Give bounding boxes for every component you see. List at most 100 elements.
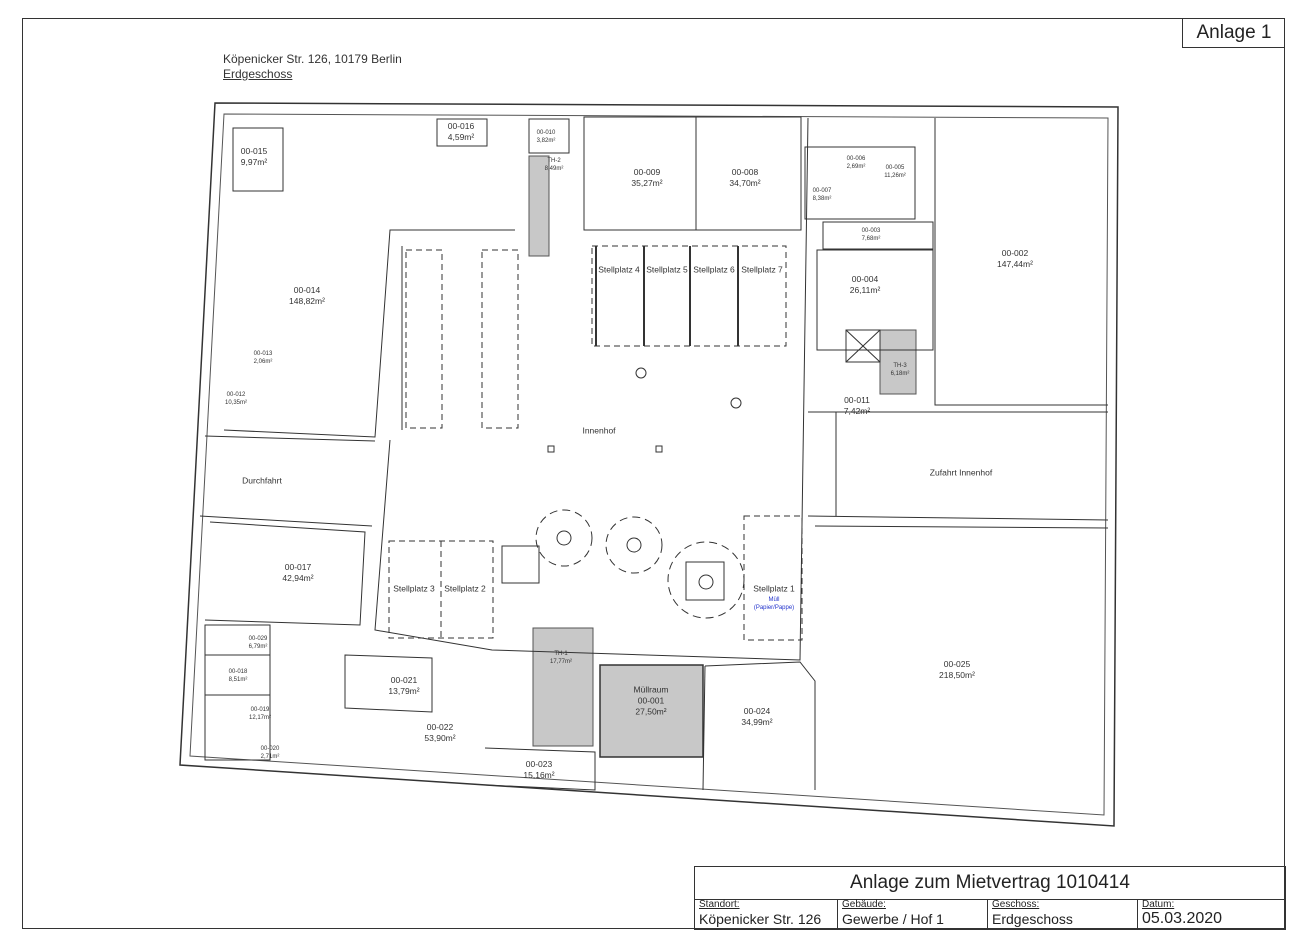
room-id: 00-003 [861,228,881,234]
stellplatz-2-label: Stellplatz 2 [444,583,486,594]
room-id: 00-001 [637,695,665,706]
room-area: 7,42m² [843,406,871,416]
room-area: 8,51m² [228,677,248,683]
room-area: 26,11m² [849,285,881,295]
stellplatz-6-label: Stellplatz 6 [693,264,735,275]
room-area: 42,94m² [282,573,314,583]
room-id: TH-3 [893,363,907,369]
room-id: 00-022 [426,722,454,732]
room-area: 2,06m² [253,359,273,365]
annex-label: Anlage 1 [1182,18,1285,48]
address: Köpenicker Str. 126, 10179 Berlin [223,52,402,66]
room-area: 35,27m² [631,178,663,188]
room-00-005: 00-005 11,26m² [884,164,906,180]
room-area: 10,35m² [224,400,248,406]
field-value: 05.03.2020 [1142,910,1223,927]
stellplatz-1-label: Stellplatz 1 [753,583,795,594]
room-area: 53,90m² [424,733,456,743]
building-outline [179,102,1119,827]
title-block-title: Anlage zum Mietvertrag 1010414 [695,867,1285,900]
room-area: 11,26m² [884,173,906,179]
room-area: 13,79m² [388,686,420,696]
room-area: 12,17m² [248,715,272,721]
room-00-020: 00-020 2,71m² [261,745,280,761]
field-datum: Datum:05.03.2020 [1138,899,1285,930]
field-value: Köpenicker Str. 126 [699,911,822,927]
room-id: 00-024 [743,706,771,716]
room-area: 148,82m² [289,296,325,306]
muellraum-fill [599,664,704,758]
room-area: 15,16m² [523,770,555,780]
room-id: 00-029 [248,636,268,642]
room-id: 00-015 [240,146,268,156]
field-standort: Standort:Köpenicker Str. 126 [695,899,838,930]
floor-label: Erdgeschoss [223,67,293,81]
field-label: Gebäude: [842,899,886,910]
stair-th1 [532,627,594,747]
room-area: 3,82m² [536,138,556,144]
room-id: 00-020 [260,746,280,752]
room-area: 4,59m² [447,132,475,142]
room-area: 9,97m² [240,157,268,167]
room-id: 00-014 [293,285,321,295]
stellplatz-1-note: Müll(Papier/Pappe) [754,596,794,612]
room-area: 2,71m² [260,754,280,760]
field-label: Datum: [1142,899,1175,910]
note-line: Müll [768,597,780,603]
room-area: 6,18m² [890,371,910,377]
field-value: Erdgeschoss [992,911,1073,927]
page-frame [22,18,1285,929]
room-id: 00-023 [525,759,553,769]
room-id: 00-025 [943,659,971,669]
room-area: 8,49m² [544,166,564,172]
room-area: 218,50m² [939,670,975,680]
room-id: 00-004 [851,274,879,284]
field-label: Geschoss: [992,899,1040,910]
title-block: Anlage zum Mietvertrag 1010414 Standort:… [694,866,1286,930]
room-th-1: TH-1 17,77m² [550,650,572,666]
room-id: TH-1 [554,651,568,657]
stellplatz-5-label: Stellplatz 5 [646,264,688,275]
room-00-019: 00-019 12,17m² [249,706,271,722]
room-id: 00-007 [812,188,832,194]
room-id: 00-019 [250,707,270,713]
room-id: 00-005 [885,165,905,171]
stellplatz-3-label: Stellplatz 3 [393,583,435,594]
room-id: 00-010 [536,130,556,136]
room-id: 00-018 [228,669,248,675]
room-area: 17,77m² [549,659,573,665]
room-name: Müllraum [633,684,669,695]
field-gebaeude: Gebäude:Gewerbe / Hof 1 [838,899,988,930]
field-geschoss: Geschoss:Erdgeschoss [988,899,1138,930]
room-id: 00-011 [844,395,870,405]
room-id: 00-009 [633,167,661,177]
room-id: 00-013 [253,351,273,357]
room-area: 2,69m² [846,164,866,170]
room-id: 00-002 [1001,248,1029,258]
room-area: 27,50m² [635,706,667,717]
room-area: 34,99m² [741,717,773,727]
stair-th2 [528,155,550,257]
field-label: Standort: [699,899,740,910]
room-id: 00-021 [390,675,418,685]
room-00-013: 00-013 2,06m² [254,350,273,366]
room-area: 8,38m² [812,196,832,202]
room-id: 00-017 [284,562,312,572]
durchfahrt-label: Durchfahrt [242,475,282,486]
